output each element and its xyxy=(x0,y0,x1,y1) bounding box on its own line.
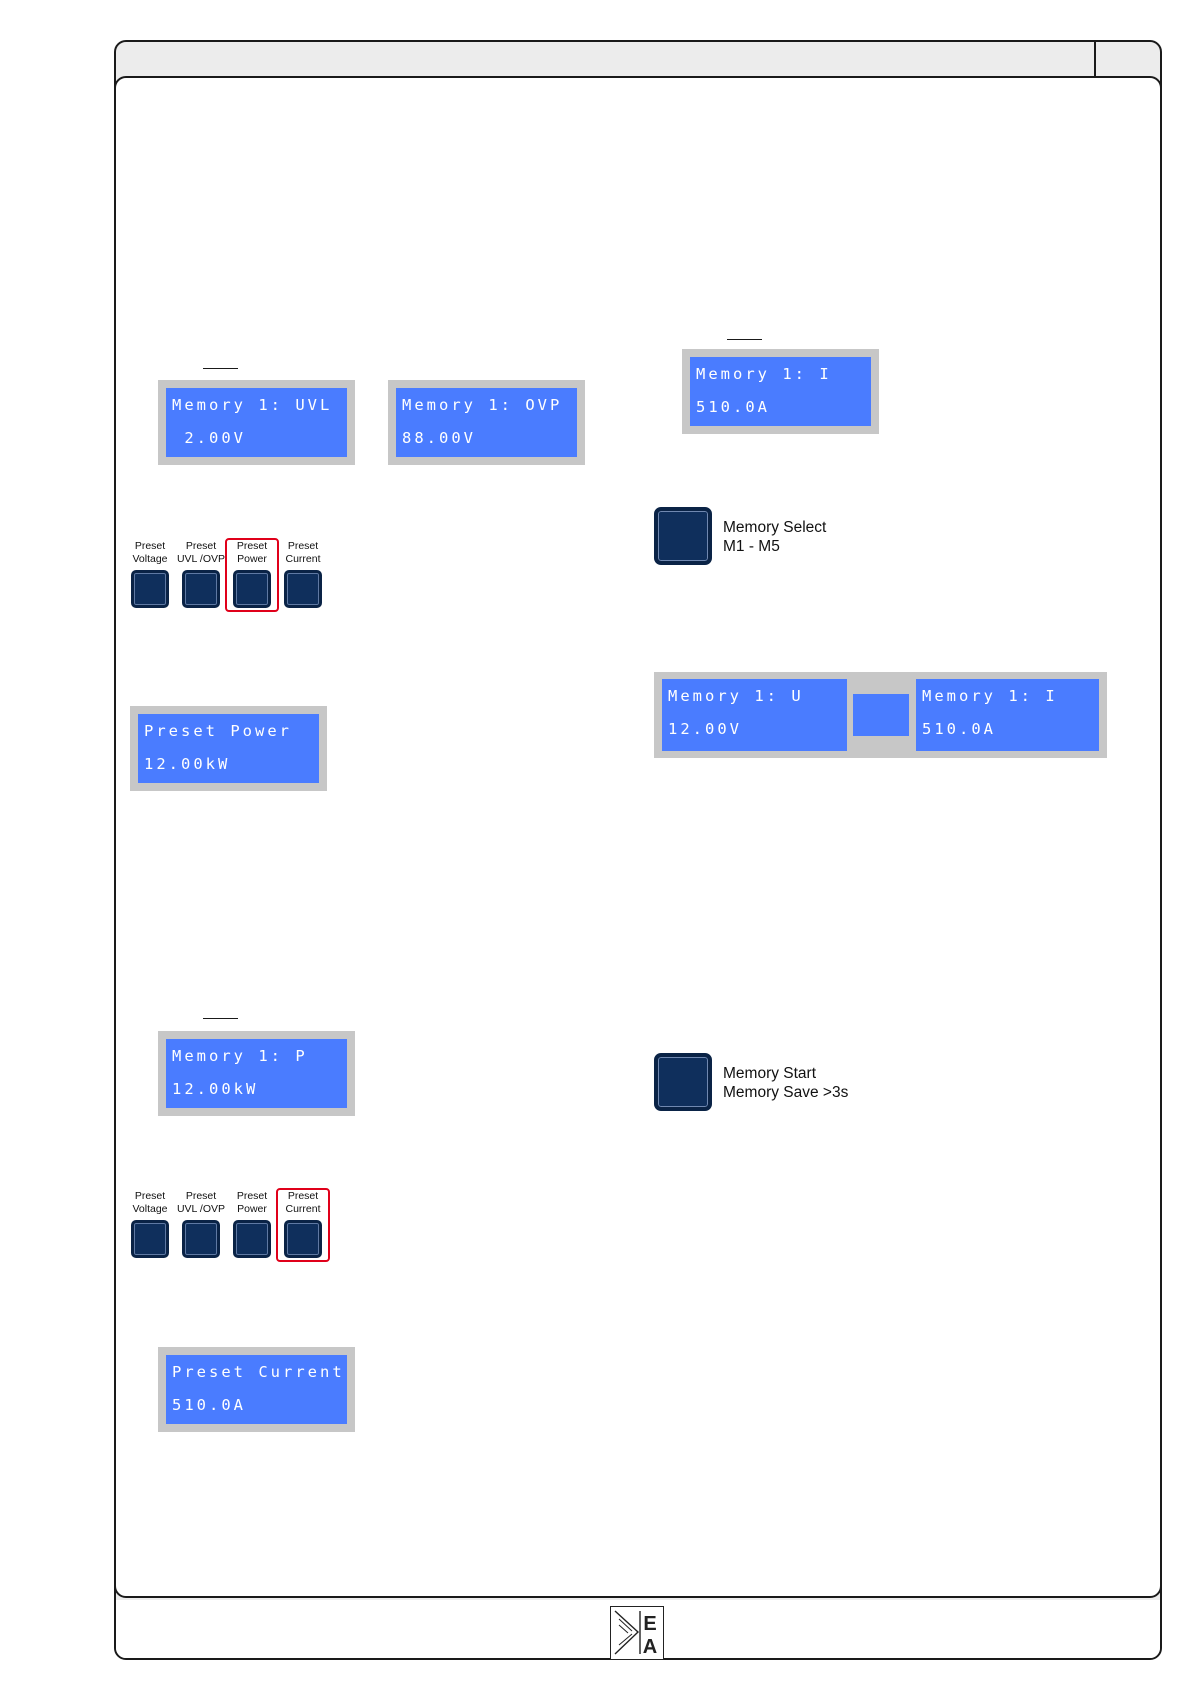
lcd-line-1: Memory 1: OVP xyxy=(402,396,563,414)
preset-power-key[interactable] xyxy=(233,1220,271,1258)
lcd-half-current: Memory 1: I 510.0A xyxy=(916,679,1099,751)
memory-start-line-2: Memory Save >3s xyxy=(723,1084,849,1101)
preset-label-top: Preset xyxy=(185,1190,217,1202)
brand-logo: E A xyxy=(610,1606,664,1660)
preset-label-top: Preset xyxy=(134,540,166,552)
selection-highlight xyxy=(225,538,279,612)
lcd-memory-uvl: Memory 1: UVL 2.00V xyxy=(158,380,355,465)
lcd-memory-p: Memory 1: P 12.00kW xyxy=(158,1031,355,1116)
preset-label-bottom: Power xyxy=(237,553,267,565)
lcd-line-2: 510.0A xyxy=(922,720,996,738)
lcd-screen: Preset Current 510.0A xyxy=(166,1355,347,1424)
preset-button-row-1: Preset Voltage Preset UVL /OVP Preset Po… xyxy=(124,540,344,615)
preset-label-top: Preset xyxy=(236,540,268,552)
preset-label-bottom: Current xyxy=(285,1203,321,1215)
lcd-line-1: Preset Power xyxy=(144,722,292,740)
preset-voltage-button[interactable]: Preset Voltage xyxy=(124,1190,176,1258)
preset-current-key[interactable] xyxy=(284,570,322,608)
lcd-line-1: Memory 1: I xyxy=(922,687,1058,705)
lcd-screen: Memory 1: UVL 2.00V xyxy=(166,388,347,457)
lcd-line-2: 88.00V xyxy=(402,429,476,447)
lcd-line-1: Memory 1: P xyxy=(172,1047,308,1065)
lcd-screen: Memory 1: OVP 88.00V xyxy=(396,388,577,457)
lcd-line-2: 12.00V xyxy=(668,720,742,738)
lcd-screen: Memory 1: P 12.00kW xyxy=(166,1039,347,1108)
memory-select-line-1: Memory Select xyxy=(723,519,827,536)
preset-label-top: Preset xyxy=(287,1190,319,1202)
lcd-line-2: 510.0A xyxy=(172,1396,246,1414)
preset-uvl-ovp-key[interactable] xyxy=(182,570,220,608)
preset-label-top: Preset xyxy=(134,1190,166,1202)
preset-label-top: Preset xyxy=(185,540,217,552)
logo-letter-e: E xyxy=(643,1613,656,1635)
memory-select-caption: Memory Select M1 - M5 xyxy=(723,518,826,556)
lcd-line-2: 2.00V xyxy=(172,429,246,447)
lcd-line-2: 12.00kW xyxy=(172,1080,259,1098)
lcd-line-1: Preset Current xyxy=(172,1363,345,1381)
memory-select-button[interactable] xyxy=(654,507,712,565)
header-tab-divider xyxy=(1094,40,1096,78)
memory-start-button[interactable] xyxy=(654,1053,712,1111)
preset-voltage-button[interactable]: Preset Voltage xyxy=(124,540,176,608)
preset-label-bottom: Voltage xyxy=(132,553,168,565)
memory-start-line-1: Memory Start xyxy=(723,1065,817,1082)
selection-highlight xyxy=(276,1188,330,1262)
preset-label-top: Preset xyxy=(287,540,319,552)
lcd-dual-memory: Memory 1: U 12.00V Memory 1: I 510.0A xyxy=(654,672,1107,758)
preset-uvl-ovp-button[interactable]: Preset UVL /OVP xyxy=(175,540,227,608)
preset-button-row-2: Preset Voltage Preset UVL /OVP Preset Po… xyxy=(124,1190,344,1265)
memory-select-line-2: M1 - M5 xyxy=(723,538,780,555)
preset-label-top: Preset xyxy=(236,1190,268,1202)
lcd-screen: Memory 1: I 510.0A xyxy=(690,357,871,426)
logo-icon: E A xyxy=(614,1610,657,1658)
preset-current-button[interactable]: Preset Current xyxy=(277,540,329,608)
preset-current-key[interactable] xyxy=(284,1220,322,1258)
underline-mark xyxy=(203,368,238,369)
preset-current-button[interactable]: Preset Current xyxy=(277,1190,329,1258)
preset-label-bottom: Voltage xyxy=(132,1203,168,1215)
preset-power-button[interactable]: Preset Power xyxy=(226,1190,278,1258)
lcd-preset-power: Preset Power 12.00kW xyxy=(130,706,327,791)
lcd-screen: Preset Power 12.00kW xyxy=(138,714,319,783)
preset-power-key[interactable] xyxy=(233,570,271,608)
lcd-preset-current: Preset Current 510.0A xyxy=(158,1347,355,1432)
preset-voltage-key[interactable] xyxy=(131,570,169,608)
preset-uvl-ovp-button[interactable]: Preset UVL /OVP xyxy=(175,1190,227,1258)
lcd-memory-i: Memory 1: I 510.0A xyxy=(682,349,879,434)
lcd-memory-ovp: Memory 1: OVP 88.00V xyxy=(388,380,585,465)
content-area xyxy=(114,76,1162,1598)
preset-uvl-ovp-key[interactable] xyxy=(182,1220,220,1258)
memory-start-caption: Memory Start Memory Save >3s xyxy=(723,1064,848,1102)
lcd-half-voltage: Memory 1: U 12.00V xyxy=(662,679,847,751)
preset-label-bottom: Power xyxy=(237,1203,267,1215)
preset-label-bottom: UVL /OVP xyxy=(176,553,226,565)
lcd-line-2: 510.0A xyxy=(696,398,770,416)
preset-power-button[interactable]: Preset Power xyxy=(226,540,278,608)
lcd-middle-segment xyxy=(853,694,909,736)
preset-label-bottom: Current xyxy=(285,553,321,565)
logo-letter-a: A xyxy=(643,1636,657,1658)
underline-mark xyxy=(203,1018,238,1019)
lcd-line-1: Memory 1: UVL xyxy=(172,396,333,414)
lcd-line-2: 12.00kW xyxy=(144,755,231,773)
underline-mark xyxy=(727,339,762,340)
preset-voltage-key[interactable] xyxy=(131,1220,169,1258)
lcd-line-1: Memory 1: I xyxy=(696,365,832,383)
preset-label-bottom: UVL /OVP xyxy=(176,1203,226,1215)
lcd-line-1: Memory 1: U xyxy=(668,687,804,705)
